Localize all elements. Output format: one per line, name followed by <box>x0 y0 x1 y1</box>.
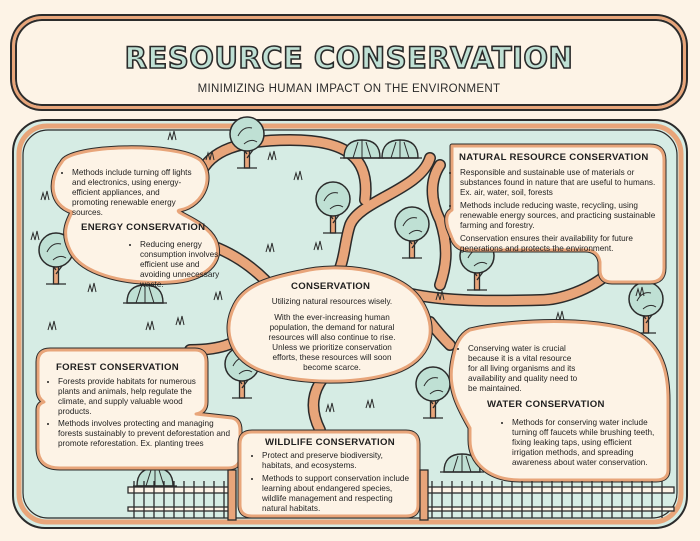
water-bullets-1: Conserving water is crucial because it i… <box>456 344 582 397</box>
natural-bullet: Methods include reducing waste, recyclin… <box>460 201 656 231</box>
forest-bullets-2: Methods involves protecting and managing… <box>46 419 234 452</box>
wildlife-bullet: Methods to support conservation include … <box>262 474 416 514</box>
natural-heading: NATURAL RESOURCE CONSERVATION <box>459 152 649 163</box>
water-bullets-2: Methods for conserving water include tur… <box>500 418 660 471</box>
water-bullet: Conserving water is crucial because it i… <box>468 344 582 394</box>
conservation-definition: Utilizing natural resources wisely. <box>271 297 393 306</box>
wildlife-heading: WILDLIFE CONSERVATION <box>265 437 395 448</box>
water-heading: WATER CONSERVATION <box>487 399 605 410</box>
title-banner: RESOURCE CONSERVATION MINIMIZING HUMAN I… <box>12 16 686 109</box>
forest-bullet: Forests provide habitats for numerous pl… <box>58 377 196 417</box>
energy-heading: ENERGY CONSERVATION <box>81 222 206 233</box>
forest-bullets-1: Forests provide habitats for numerous pl… <box>46 377 196 420</box>
natural-bullet: Conservation ensures their availability … <box>460 234 656 254</box>
water-bullet: Methods for conserving water include tur… <box>512 418 660 468</box>
energy-bullet: Methods include turning off lights and e… <box>72 168 198 218</box>
energy-bullets-2: Reducing energy consumption involves eff… <box>128 240 220 293</box>
energy-bullets-1: Methods include turning off lights and e… <box>60 168 198 221</box>
forest-bullet: Methods involves protecting and managing… <box>58 419 234 449</box>
energy-bullet: Reducing energy consumption involves eff… <box>140 240 220 290</box>
natural-bullet: Responsible and sustainable use of mater… <box>460 168 656 198</box>
natural-bullets: Responsible and sustainable use of mater… <box>448 168 656 257</box>
wildlife-bullets: Protect and preserve biodiversity, habit… <box>250 451 416 517</box>
forest-heading: FOREST CONSERVATION <box>56 362 179 373</box>
conservation-body: With the ever-increasing human populatio… <box>268 313 396 372</box>
wildlife-bullet: Protect and preserve biodiversity, habit… <box>262 451 416 471</box>
page-subtitle: MINIMIZING HUMAN IMPACT ON THE ENVIRONME… <box>197 83 501 95</box>
conservation-heading: CONSERVATION <box>291 281 371 292</box>
page-title: RESOURCE CONSERVATION <box>124 40 574 76</box>
